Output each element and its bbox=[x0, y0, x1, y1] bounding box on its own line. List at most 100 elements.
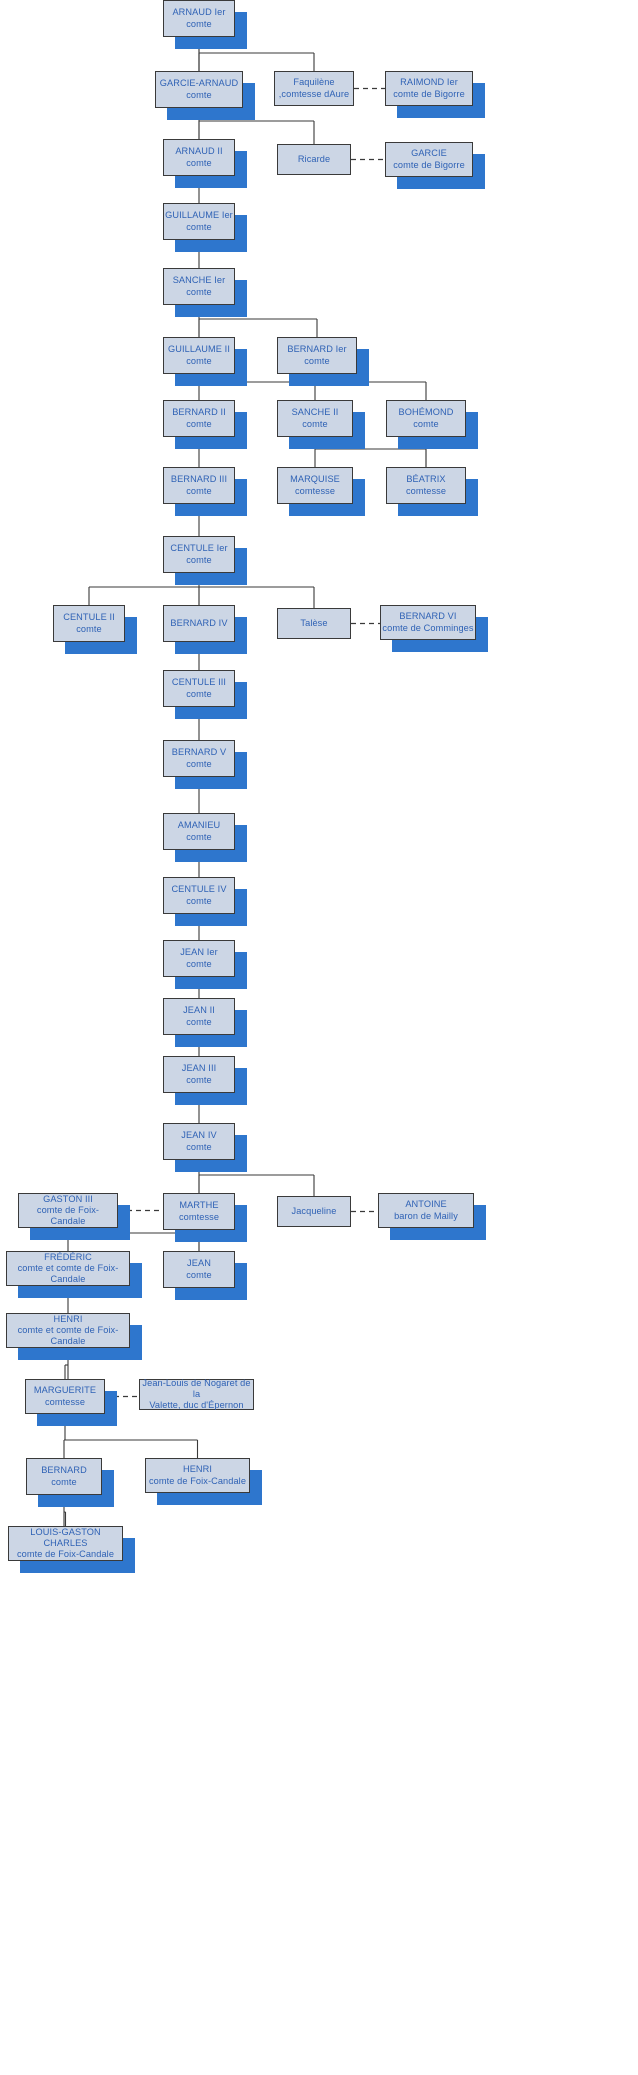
person-name: BÉATRIX bbox=[406, 474, 446, 485]
person-title: comtesse bbox=[178, 1211, 220, 1222]
person-name: FRÉDÉRIC bbox=[44, 1251, 92, 1262]
person-name: BERNARD Ier bbox=[287, 344, 347, 355]
person-name: BERNARD II bbox=[172, 407, 226, 418]
person-node-ricarde[interactable]: Ricarde bbox=[277, 144, 351, 175]
person-name: HENRI bbox=[182, 1464, 213, 1475]
person-title: comte bbox=[186, 1016, 212, 1027]
person-title: comte bbox=[186, 418, 212, 429]
person-name: CENTULE Ier bbox=[170, 543, 228, 554]
person-title: comte de Foix-Candale bbox=[148, 1475, 247, 1486]
person-title: comte de Comminges bbox=[382, 622, 474, 633]
person-name: GARCIE bbox=[411, 148, 447, 159]
person-node-bernard4[interactable]: BERNARD IV bbox=[163, 605, 235, 642]
person-name: BOHÉMOND bbox=[398, 407, 454, 418]
person-title: comte bbox=[186, 895, 212, 906]
person-title: comte bbox=[186, 688, 212, 699]
person-title: comte bbox=[186, 958, 212, 969]
person-title: comte bbox=[186, 831, 212, 842]
person-name: RAIMOND Ier bbox=[400, 77, 458, 88]
person-title: comte bbox=[186, 221, 212, 232]
person-title: ,comtesse dAure bbox=[278, 88, 350, 99]
person-name: SANCHE Ier bbox=[172, 275, 226, 286]
person-name: GUILLAUME Ier bbox=[165, 210, 233, 221]
person-name: MARTHE bbox=[179, 1200, 219, 1211]
person-name: GUILLAUME II bbox=[168, 344, 230, 355]
person-title: comte bbox=[186, 1074, 212, 1085]
person-name: GARCIE-ARNAUD bbox=[159, 78, 239, 89]
person-title: comte bbox=[186, 758, 212, 769]
person-title: comte bbox=[413, 418, 439, 429]
person-title: comtesse bbox=[294, 485, 336, 496]
person-name: AMANIEU bbox=[177, 820, 221, 831]
person-title: comte bbox=[186, 355, 212, 366]
person-name: CENTULE IV bbox=[171, 884, 227, 895]
person-title: comte bbox=[51, 1476, 77, 1487]
person-name: BERNARD III bbox=[170, 474, 228, 485]
person-name: CENTULE II bbox=[63, 612, 115, 623]
person-title: comtesse bbox=[44, 1396, 86, 1407]
person-node-talese[interactable]: Talèse bbox=[277, 608, 351, 639]
person-title: comte bbox=[186, 1269, 212, 1280]
person-name: Ricarde bbox=[297, 153, 331, 164]
person-node-jacqueline[interactable]: Jacqueline bbox=[277, 1196, 351, 1227]
person-name: Talèse bbox=[300, 617, 328, 628]
person-title: comtesse bbox=[405, 485, 447, 496]
person-name: Jacqueline bbox=[291, 1205, 337, 1216]
person-name: SANCHE II bbox=[291, 407, 339, 418]
person-node-faquilene[interactable]: Faquilène,comtesse dAure bbox=[274, 71, 354, 106]
person-name: CENTULE III bbox=[171, 677, 227, 688]
person-name: Jean-Louis de Nogaret de la bbox=[142, 1377, 251, 1399]
person-name: BERNARD bbox=[41, 1465, 87, 1476]
person-title: comte de Foix-Candale bbox=[36, 1204, 100, 1227]
person-title: comte de Bigorre bbox=[393, 159, 465, 170]
person-title: comte bbox=[302, 418, 328, 429]
person-title: comte bbox=[186, 89, 212, 100]
person-name: MARQUISE bbox=[290, 474, 340, 485]
person-title: comte bbox=[186, 1141, 212, 1152]
person-name: ANTOINE bbox=[405, 1199, 447, 1210]
person-title: comte bbox=[186, 157, 212, 168]
person-title: comte et comte de Foix-Candale bbox=[17, 1324, 119, 1347]
person-name: MARGUERITE bbox=[33, 1385, 97, 1396]
person-name: LOUIS-GASTON CHARLES bbox=[30, 1526, 101, 1548]
